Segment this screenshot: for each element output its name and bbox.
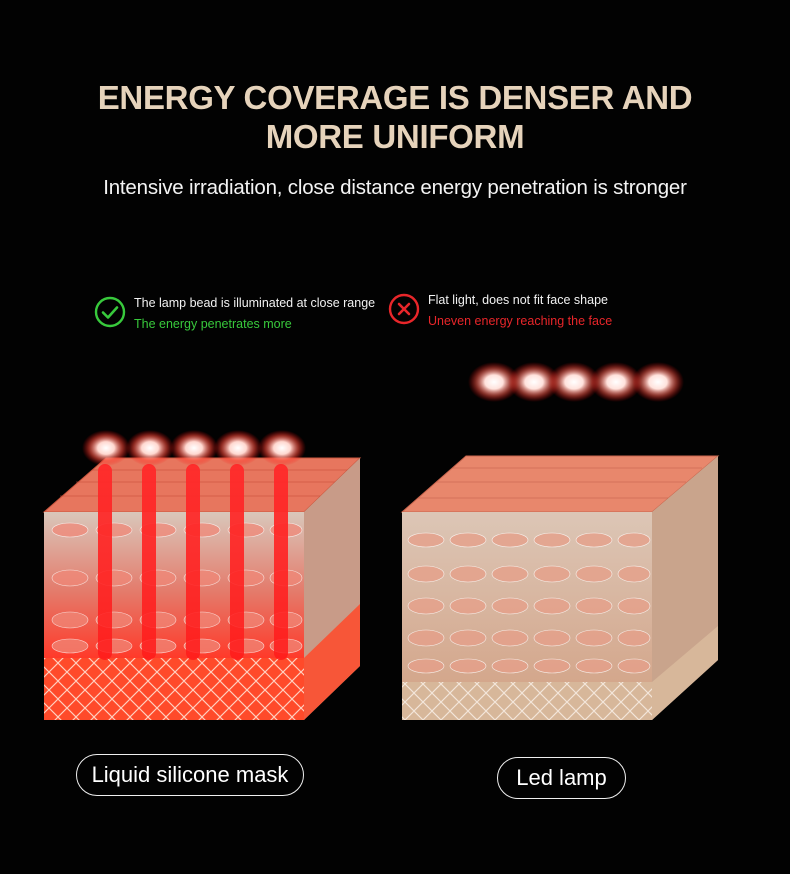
x-circle-icon xyxy=(388,293,420,325)
legend-bad-line2: Uneven energy reaching the face xyxy=(428,314,613,328)
legend-good-line2: The energy penetrates more xyxy=(134,317,292,331)
legend-bad-line1: Flat light, does not fit face shape xyxy=(428,293,608,307)
liquid-silicone-mask-label: Liquid silicone mask xyxy=(76,754,304,796)
legend-good-line1: The lamp bead is illuminated at close ra… xyxy=(134,296,376,310)
check-circle-icon xyxy=(94,296,126,328)
page-title-line1: ENERGY COVERAGE IS DENSER AND xyxy=(97,79,693,116)
led-lamp-label: Led lamp xyxy=(497,757,626,799)
page-title: ENERGY COVERAGE IS DENSER AND MORE UNIFO… xyxy=(0,78,790,156)
led-lamp-skin-illustration xyxy=(396,360,726,730)
page-title-line2: MORE UNIFORM xyxy=(265,118,525,155)
page-subtitle: Intensive irradiation, close distance en… xyxy=(103,176,687,199)
mask-skin-illustration xyxy=(40,420,370,730)
